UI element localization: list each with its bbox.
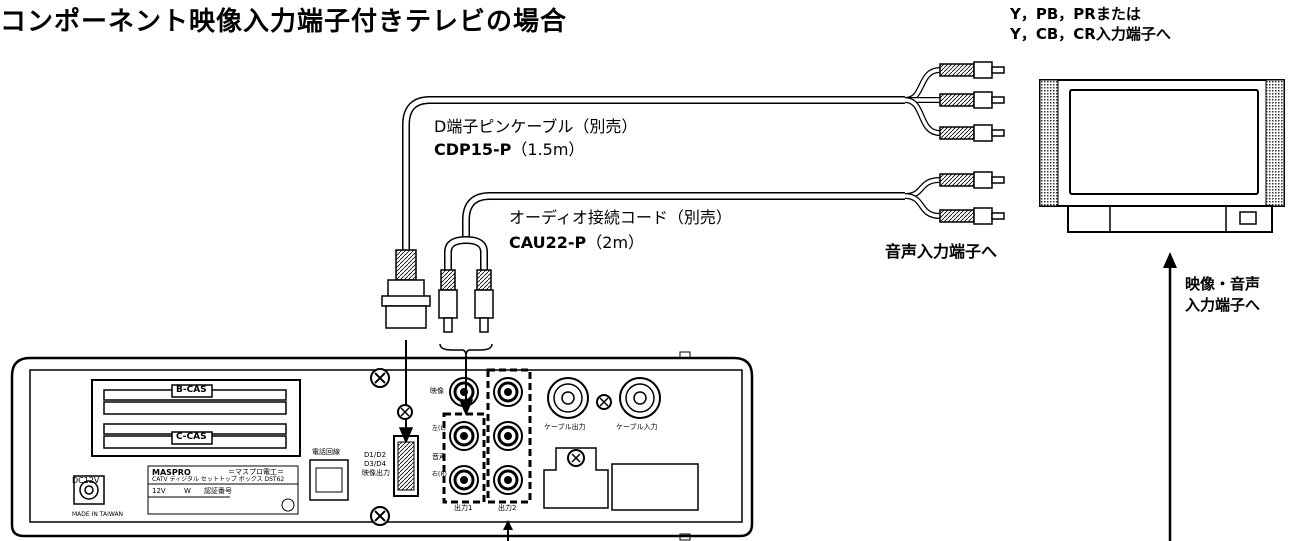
audio-cable [444, 177, 941, 270]
audio-out-label: 音声 [432, 453, 446, 461]
rca-plugs-tv [939, 61, 1005, 225]
brand-logo: MASPRO [152, 468, 191, 477]
video-audio-input-label-line1: 映像・音声 [1185, 275, 1261, 293]
right-label: 右(R) [432, 471, 447, 478]
signal-arrows [503, 252, 1177, 541]
d-out-label-2: D3/D4 [364, 460, 387, 468]
d-cable-name: D端子ピンケーブル（別売） [434, 117, 638, 136]
cable-in-label: ケーブル入力 [616, 423, 658, 431]
d-out-label-3: 映像出力 [362, 469, 390, 477]
bcas-slot-label: B-CAS [176, 385, 207, 395]
audio-cable-model: CAU22-P（2m） [509, 233, 645, 252]
page-title: コンポーネント映像入力端子付きテレビの場合 [0, 7, 568, 37]
out2-label: 出力2 [498, 504, 517, 512]
cert-label: 認証番号 [204, 487, 232, 495]
d-out-label-1: D1/D2 [364, 451, 387, 459]
audio-cable-name: オーディオ接続コード（別売） [509, 208, 732, 227]
tv-component-label-line1: Y，PB，PRまたは [1010, 5, 1141, 23]
d-cable-model: CDP15-P（1.5m） [434, 140, 585, 159]
tv-component-label-line2: Y，CB，CR入力端子へ [1010, 25, 1171, 43]
set-top-box [10, 351, 754, 541]
left-label: 左(L) [432, 425, 447, 432]
rating-w-label: W [184, 487, 191, 495]
maker-label: ＝マスプロ電工＝ [228, 468, 284, 476]
video-out-label: 映像 [430, 387, 444, 395]
phone-line-label: 電話回線 [312, 448, 340, 456]
made-in-label: MADE IN TAIWAN [72, 511, 124, 518]
rating-v-label: 12V [152, 487, 166, 495]
d-terminal-cable [402, 67, 941, 255]
audio-rca-plugs-device [438, 269, 494, 416]
product-label: CATV ディジタル セットトップ ボックス DST62 [152, 476, 285, 483]
ccas-slot-label: C-CAS [176, 432, 207, 442]
out1-label: 出力1 [454, 504, 473, 512]
cable-out-label: ケーブル出力 [544, 423, 586, 431]
audio-input-label: 音声入力端子へ [885, 242, 998, 261]
video-audio-input-label-line2: 入力端子へ [1185, 296, 1261, 314]
television [1039, 79, 1285, 233]
dc-label: DC12V [72, 476, 100, 485]
